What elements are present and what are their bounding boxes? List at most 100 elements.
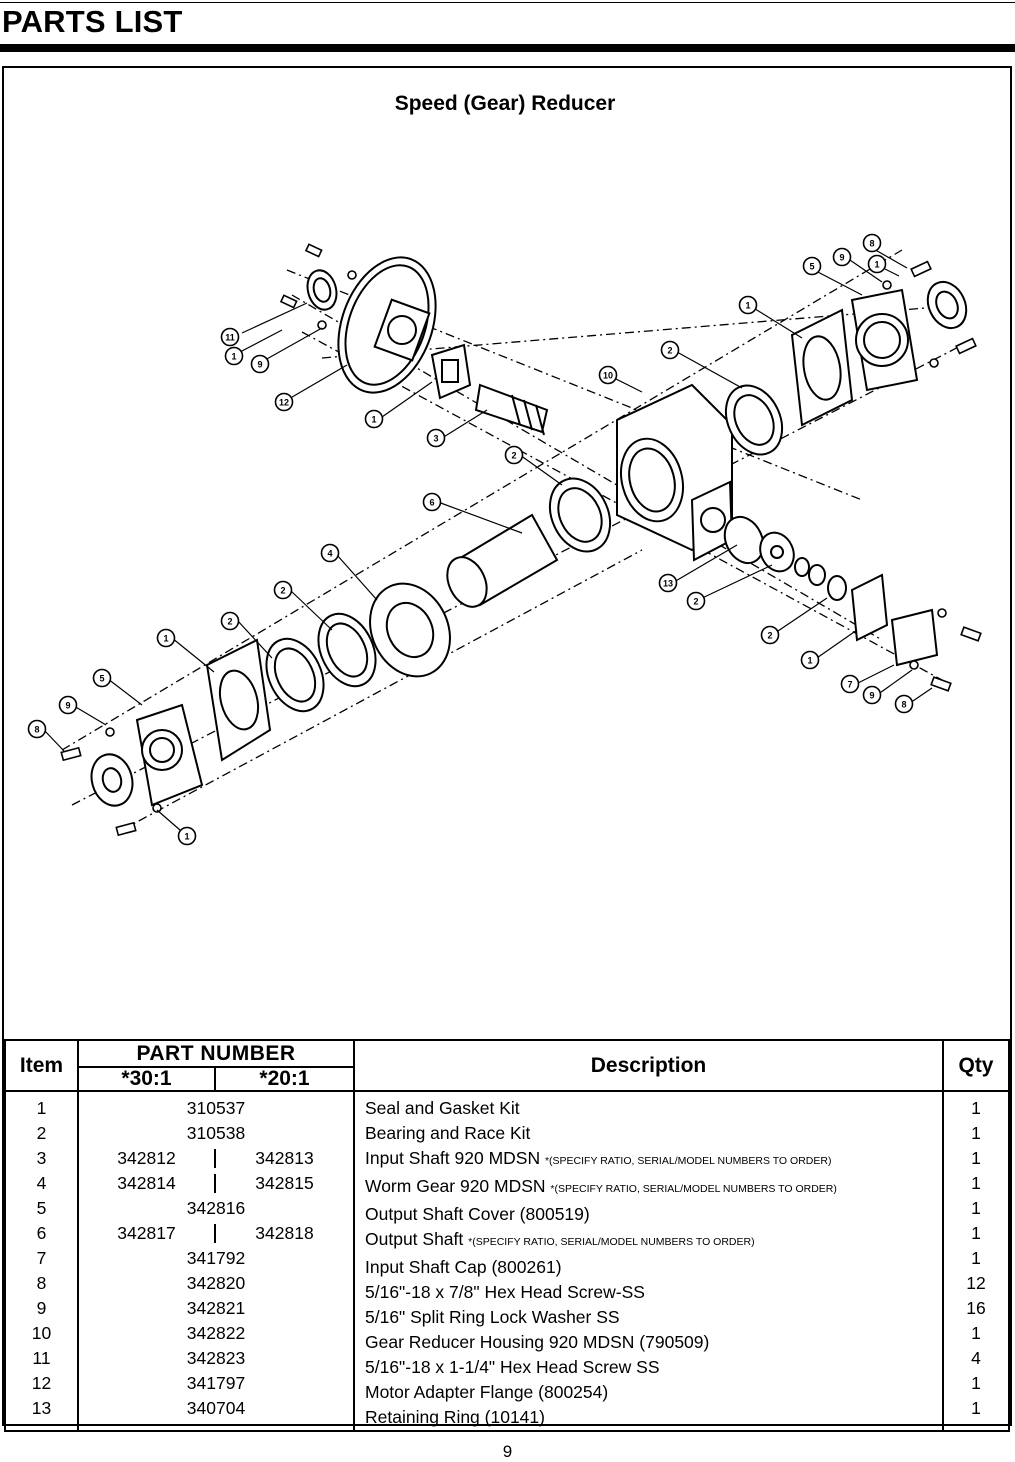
- callout-1: 1: [177, 826, 197, 846]
- header-part-number: PART NUMBER: [77, 1039, 355, 1068]
- svg-text:12: 12: [279, 398, 289, 408]
- svg-text:8: 8: [34, 725, 39, 735]
- svg-text:4: 4: [327, 549, 332, 559]
- svg-text:2: 2: [767, 631, 772, 641]
- callout-2: 2: [220, 611, 240, 631]
- callout-1: 1: [224, 346, 244, 366]
- description-text: Output Shaft Cover (800519): [365, 1204, 590, 1224]
- callout-9: 9: [862, 685, 882, 705]
- title-rule: [0, 44, 1015, 52]
- callout-10: 10: [598, 365, 618, 385]
- description-cell: Worm Gear 920 MDSN *(SPECIFY RATIO, SERI…: [365, 1174, 942, 1202]
- item-cell: 10: [31, 1323, 52, 1343]
- description-text: Output Shaft: [365, 1229, 469, 1249]
- part-number-cell: 342823: [79, 1346, 353, 1371]
- header-description: Description: [353, 1039, 944, 1092]
- description-cell: Output Shaft *(SPECIFY RATIO, SERIAL/MOD…: [365, 1227, 942, 1255]
- item-cell: 8: [36, 1273, 47, 1293]
- svg-text:1: 1: [231, 352, 236, 362]
- part-number: 342816: [186, 1198, 246, 1218]
- description-text: Worm Gear 920 MDSN: [365, 1176, 551, 1196]
- svg-text:1: 1: [184, 832, 189, 842]
- svg-text:1: 1: [745, 301, 750, 311]
- description-text: 5/16" Split Ring Lock Washer SS: [365, 1307, 620, 1327]
- item-cell: 6: [36, 1223, 47, 1243]
- svg-text:9: 9: [65, 701, 70, 711]
- item-cell: 9: [36, 1298, 47, 1318]
- order-note: *(SPECIFY RATIO, SERIAL/MODEL NUMBERS TO…: [544, 1155, 832, 1167]
- svg-text:2: 2: [511, 451, 516, 461]
- svg-text:1: 1: [163, 634, 168, 644]
- part-number: 310537: [186, 1098, 246, 1118]
- qty-cell: 1: [971, 1198, 981, 1218]
- qty-cell: 16: [966, 1298, 986, 1318]
- callout-11: 11: [220, 327, 240, 347]
- description-cell: Input Shaft 920 MDSN *(SPECIFY RATIO, SE…: [365, 1146, 942, 1174]
- exploded-view-diagram: 11 1 9 12 1 3 2 6 4 2 2 1 5 9 8 1 8 9 1 …: [27, 233, 982, 846]
- item-cell: 11: [32, 1348, 51, 1368]
- item-cell: 2: [36, 1123, 47, 1143]
- item-cell: 4: [36, 1173, 47, 1193]
- part-number: 310538: [186, 1123, 246, 1143]
- header-ratios: *30:1 *20:1: [77, 1066, 355, 1092]
- svg-text:10: 10: [603, 371, 613, 381]
- part-number-cell: 310537: [79, 1096, 353, 1121]
- part-number-cell: 340704: [79, 1396, 353, 1421]
- svg-text:8: 8: [869, 239, 874, 249]
- callout-group: 11 1 9 12 1 3 2 6 4 2 2 1 5 9 8 1 8 9 1 …: [27, 233, 914, 846]
- description-text: 5/16"-18 x 1-1/4" Hex Head Screw SS: [365, 1357, 660, 1377]
- part-number-30-1: 342812: [117, 1148, 176, 1168]
- qty-cell: 1: [971, 1098, 981, 1118]
- description-cell: Gear Reducer Housing 920 MDSN (790509): [365, 1330, 942, 1355]
- svg-text:2: 2: [693, 597, 698, 607]
- header-ratio-20: *20:1: [214, 1068, 353, 1090]
- part-number: 342820: [186, 1273, 246, 1293]
- callout-8: 8: [27, 719, 47, 739]
- part-number: 342823: [186, 1348, 246, 1368]
- page-number: 9: [502, 1442, 513, 1461]
- callout-5: 5: [802, 256, 822, 276]
- order-note: *(SPECIFY RATIO, SERIAL/MODEL NUMBERS TO…: [468, 1236, 755, 1248]
- description-text: Gear Reducer Housing 920 MDSN (790509): [365, 1332, 710, 1352]
- svg-text:5: 5: [809, 262, 814, 272]
- svg-text:3: 3: [433, 434, 438, 444]
- part-number-cell: 341797: [79, 1371, 353, 1396]
- svg-text:2: 2: [667, 346, 672, 356]
- description-text: Input Shaft 920 MDSN: [365, 1148, 545, 1168]
- svg-text:9: 9: [869, 691, 874, 701]
- svg-text:2: 2: [227, 617, 232, 627]
- callout-3: 3: [426, 428, 446, 448]
- item-cell: 1: [36, 1098, 47, 1118]
- part-number: 341797: [186, 1373, 246, 1393]
- callout-9: 9: [832, 247, 852, 267]
- header-qty: Qty: [942, 1039, 1010, 1092]
- description-cell: Input Shaft Cap (800261): [365, 1255, 942, 1280]
- description-text: Seal and Gasket Kit: [365, 1098, 520, 1118]
- qty-cell: 4: [971, 1348, 981, 1368]
- part-number: 342822: [186, 1323, 246, 1343]
- callout-2: 2: [504, 445, 524, 465]
- qty-cell: 1: [971, 1148, 981, 1168]
- part-number-cell: 342821: [79, 1296, 353, 1321]
- header-item: Item: [4, 1039, 79, 1092]
- qty-cell: 1: [971, 1373, 981, 1393]
- parts-table: Item PART NUMBER Description Qty *30:1 *…: [4, 1039, 1010, 1432]
- description-cell: Motor Adapter Flange (800254): [365, 1380, 942, 1405]
- description-cell: Bearing and Race Kit: [365, 1121, 942, 1146]
- callout-8: 8: [894, 694, 914, 714]
- callout-1: 1: [738, 295, 758, 315]
- svg-text:9: 9: [257, 360, 262, 370]
- svg-text:8: 8: [901, 700, 906, 710]
- description-cell: Output Shaft Cover (800519): [365, 1202, 942, 1227]
- part-number-cell: 342820: [79, 1271, 353, 1296]
- callout-1: 1: [800, 650, 820, 670]
- callout-9: 9: [250, 354, 270, 374]
- part-number-30-1: 342814: [117, 1173, 176, 1193]
